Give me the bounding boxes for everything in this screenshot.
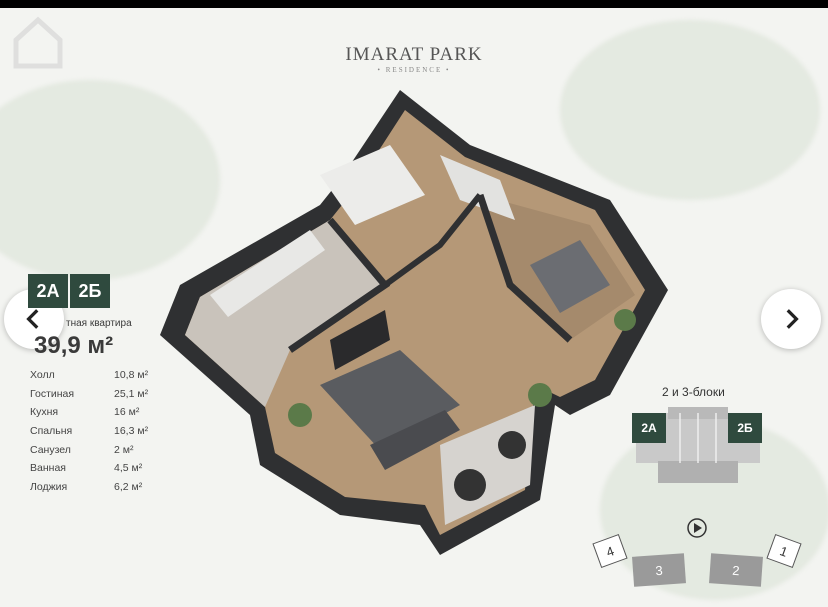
home-icon <box>13 16 63 69</box>
block-tag-2a[interactable]: 2A <box>28 274 68 308</box>
chevron-right-icon <box>786 309 799 329</box>
mini-tag-2a[interactable]: 2A <box>632 413 666 443</box>
floor-plan-3d <box>160 90 668 555</box>
site-building-2[interactable]: 2 <box>709 553 763 587</box>
site-building-3[interactable]: 3 <box>632 553 686 587</box>
chevron-left-icon <box>26 309 39 329</box>
next-button[interactable] <box>761 289 821 349</box>
apartment-area: 39,9 м² <box>34 332 114 359</box>
mini-tag-2b[interactable]: 2Б <box>728 413 762 443</box>
block-tag-2b[interactable]: 2Б <box>70 274 110 308</box>
background-leaf <box>0 80 220 280</box>
compass-icon <box>687 518 707 538</box>
top-bar <box>0 0 828 8</box>
brand-title: IMARAT PARK <box>345 44 483 65</box>
apartment-type: тная квартира <box>66 318 132 329</box>
brand-subtitle: • RESIDENCE • <box>377 66 451 74</box>
blocks-title: 2 и 3-блоки <box>662 385 725 399</box>
background-leaf <box>560 20 820 200</box>
